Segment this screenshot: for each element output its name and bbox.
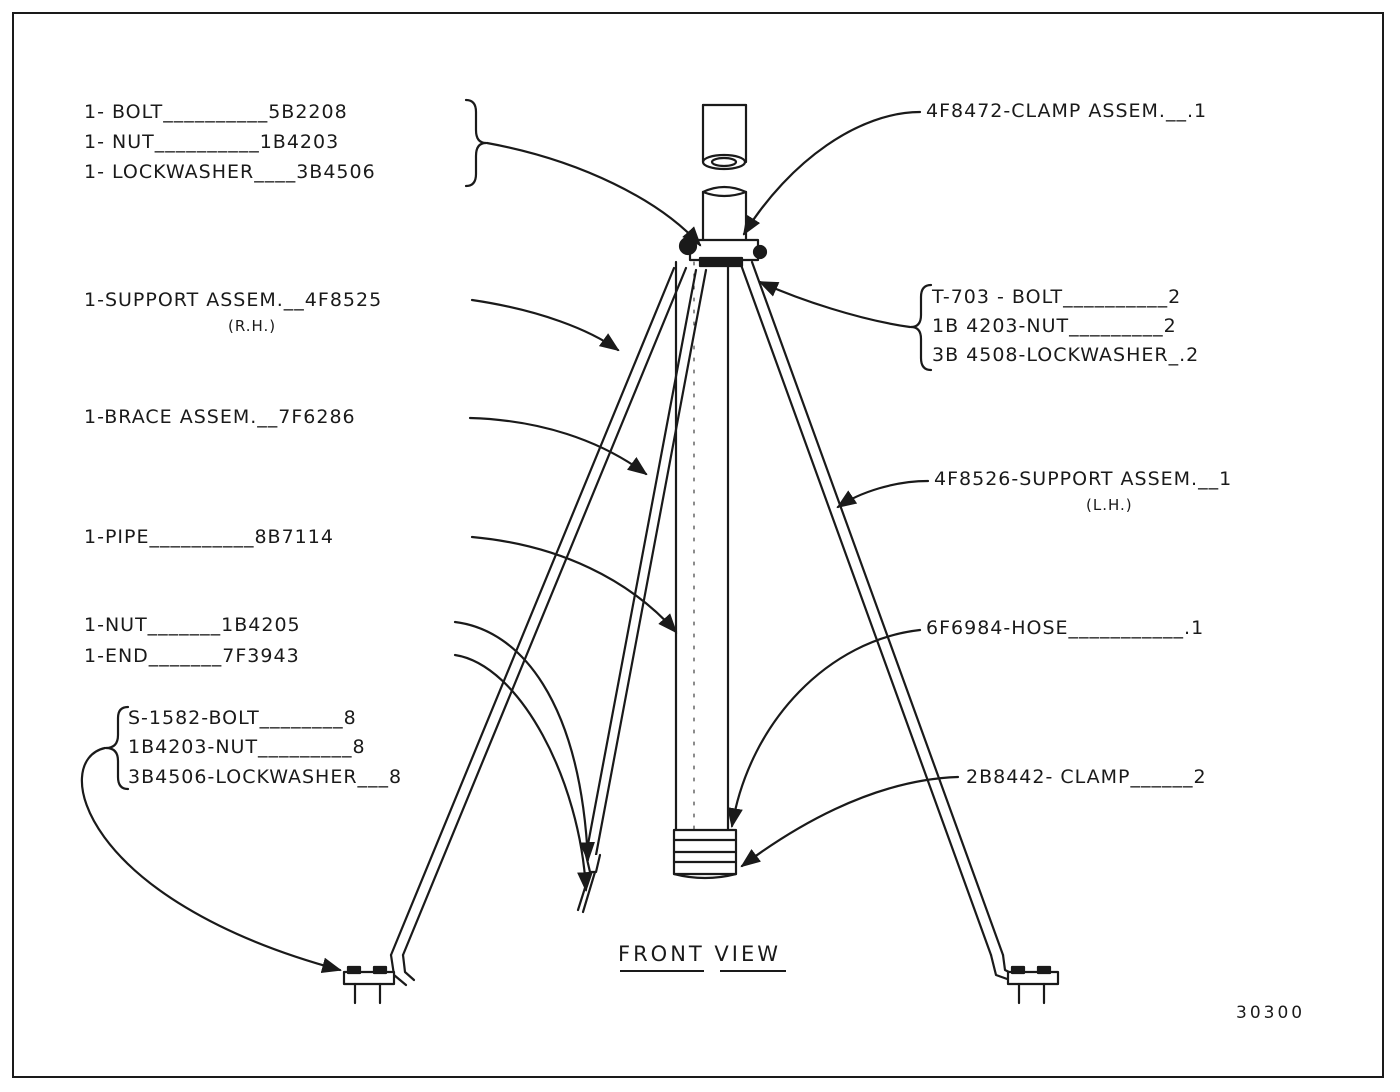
leader-nut-end [453,620,596,862]
label-t703-bolt: T-703 - BOLT__________2 [932,286,1182,308]
leader-end [453,653,593,892]
pipe [674,185,748,832]
figure-number: 30300 [1236,1003,1306,1023]
label-nut-2: 1B 4203-NUT_________2 [932,315,1177,337]
view-title: FRONT VIEW [618,942,782,966]
support-rh-leg [389,266,688,987]
label-hose: 6F6984-HOSE___________.1 [926,617,1205,639]
leader-support-rh [470,298,620,352]
label-support-rh-side: (R.H.) [228,317,277,335]
label-lockwasher-2: 3B 4508-LOCKWASHER_.2 [932,344,1200,366]
label-support-lh: 4F8526-SUPPORT ASSEM.__1 [934,468,1233,490]
label-support-lh-side: (L.H.) [1086,496,1133,514]
leader-t703-group [758,280,912,329]
foot-left [342,965,396,1005]
hose [672,828,738,880]
label-end: 1-END_______7F3943 [84,645,300,667]
label-lockwasher: 1- LOCKWASHER____3B4506 [84,161,376,183]
upper-pipe-section [701,103,748,171]
title-underline-left [620,970,704,972]
leader-bolt-group [485,141,702,247]
label-support-rh: 1-SUPPORT ASSEM.__4F8525 [84,289,383,311]
leader-pipe [470,535,678,634]
label-s1582-bolt: S-1582-BOLT________8 [128,707,357,729]
label-nut-end: 1-NUT_______1B4205 [84,614,301,636]
label-lockwasher-8: 3B4506-LOCKWASHER___8 [128,766,403,788]
label-pipe: 1-PIPE__________8B7114 [84,526,334,548]
brace-leg [576,268,708,914]
drawing-frame [12,12,1384,1078]
title-underline-right [720,970,786,972]
label-brace: 1-BRACE ASSEM.__7F6286 [84,406,356,428]
label-nut-8: 1B4203-NUT_________8 [128,736,366,758]
leader-brace [468,416,648,476]
leader-clamp-assem [742,110,922,236]
label-clamp-assem: 4F8472-CLAMP ASSEM.__.1 [926,100,1208,122]
clamp-assembly [678,236,768,268]
label-nut: 1- NUT__________1B4203 [84,131,340,153]
support-lh-leg [738,260,1017,982]
label-bolt: 1- BOLT__________5B2208 [84,101,348,123]
leader-support-lh [836,479,930,509]
label-clamp-2: 2B8442- CLAMP______2 [966,766,1207,788]
bracket-t703-group [909,283,933,372]
leader-clamp-2 [740,775,960,868]
bracket-s1582-group [104,705,130,791]
leader-hose [727,628,922,828]
foot-right [1006,965,1060,1005]
leader-s1582-group [80,746,342,974]
bracket-bolt-group [464,98,488,188]
